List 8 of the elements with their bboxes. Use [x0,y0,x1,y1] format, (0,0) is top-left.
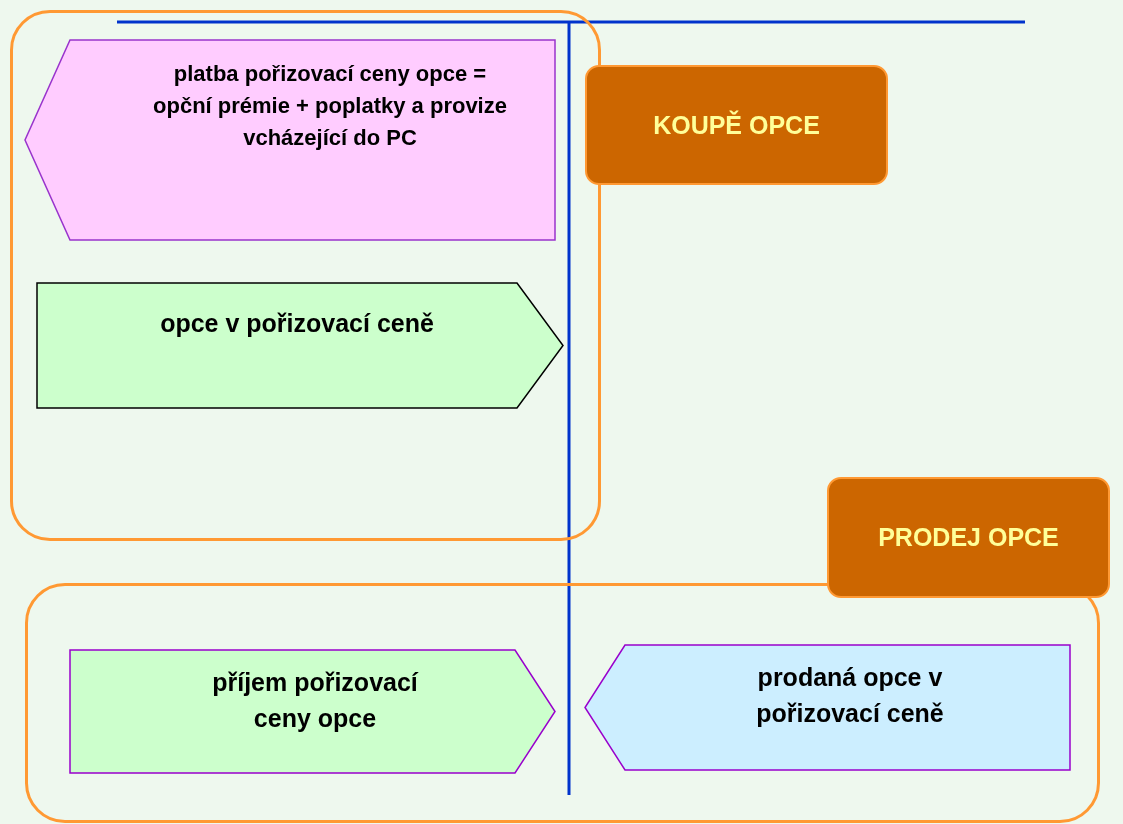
group-frame [10,10,601,541]
node-text: prodaná opce v pořizovací ceně [755,662,945,730]
group-frame [25,583,1100,823]
node-text: opce v pořizovací ceně [159,308,435,339]
section-heading: PRODEJ OPCE [827,477,1110,598]
node-text: platba pořizovací ceny opce = opční prémie + poplatky a provize vcházející do PC [152,60,508,152]
node-text: příjem pořizovací ceny opce [211,667,420,735]
section-heading: KOUPĚ OPCE [585,65,888,185]
